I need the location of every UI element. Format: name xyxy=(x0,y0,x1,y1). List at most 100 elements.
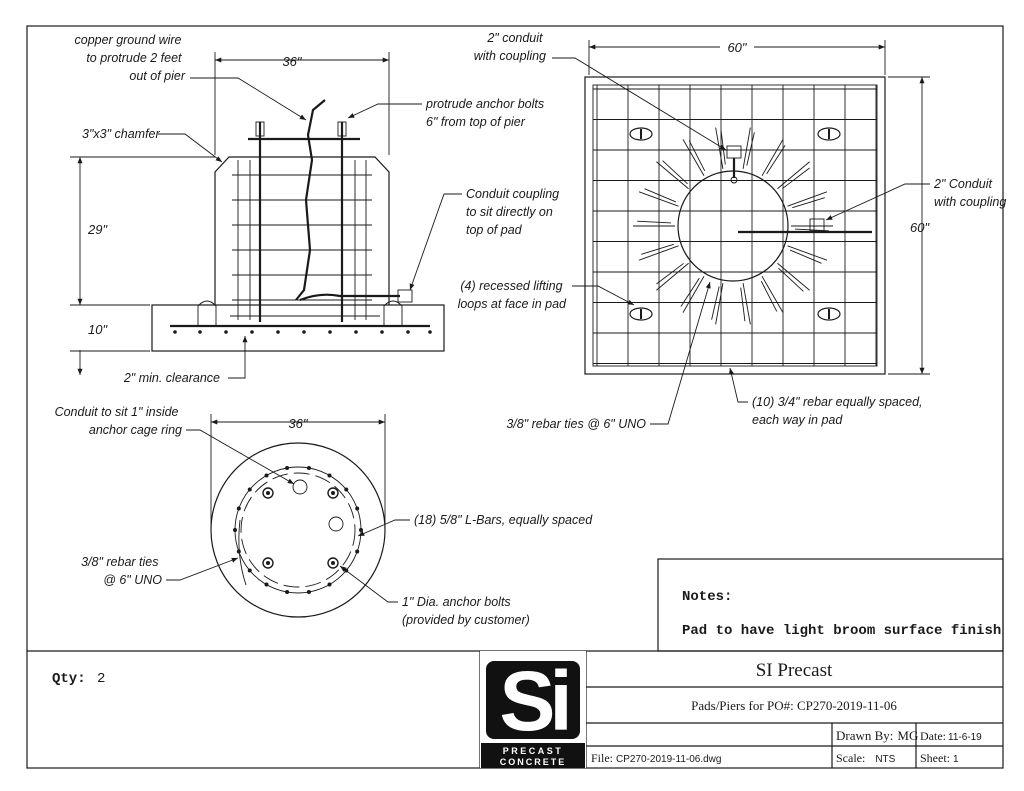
elev-coupling xyxy=(397,289,413,303)
dim-36-section: 36" xyxy=(288,416,308,431)
drawn-by-label: Drawn By: xyxy=(836,728,893,743)
dim-29: 29" xyxy=(87,222,108,237)
anchor-bolt-core xyxy=(331,491,335,495)
lbar-spoke xyxy=(682,139,705,176)
plan-coupling-top xyxy=(726,145,742,159)
leader xyxy=(728,367,748,403)
callout-chamfer: 3"x3" chamfer xyxy=(82,127,160,141)
lbar-spoke xyxy=(792,197,825,209)
pad-plan-outline xyxy=(584,76,886,375)
lbar-dot xyxy=(359,528,363,532)
callout-anchor-bolts: protrude anchor bolts 6" from top of pie… xyxy=(425,97,548,129)
logo-band xyxy=(481,743,585,768)
callout-plan-rebar-ties: 3/8" rebar ties @ 6" UNO xyxy=(506,417,646,431)
leader xyxy=(190,77,307,121)
callout-conduit-coupling: Conduit coupling to sit directly on top … xyxy=(466,187,563,237)
lbar-spoke xyxy=(715,127,724,169)
lbar-spoke xyxy=(789,249,822,264)
callout-lbars: (18) 5/8" L-Bars, equally spaced xyxy=(414,513,593,527)
notes-heading: Notes: xyxy=(682,589,732,605)
leader xyxy=(825,183,930,221)
scale-value: NTS xyxy=(875,754,895,765)
lbar-dot xyxy=(355,506,360,511)
callout-lifting-loops: (4) recessed lifting loops at face in pa… xyxy=(458,279,567,311)
tie-hook xyxy=(238,519,247,586)
lbar-spoke xyxy=(641,243,674,255)
lbar-spoke xyxy=(638,191,679,207)
lbar-spoke xyxy=(778,267,804,292)
pad-rebar-dot xyxy=(406,330,410,334)
sheet-label: Sheet: xyxy=(920,751,950,765)
lbar-dot xyxy=(306,590,311,595)
dim-10: 10" xyxy=(88,322,108,337)
pad-plan-view: 60" 60" 2" conduit with coupling 2" Cond… xyxy=(458,31,1007,431)
anchor-bolt-core xyxy=(266,491,270,495)
lbar-spoke xyxy=(638,245,679,261)
logo-text: Si xyxy=(499,654,567,748)
lbar-spoke xyxy=(688,140,706,172)
lbar-spoke xyxy=(760,280,778,312)
scale-cell: Scale:NTS xyxy=(836,751,896,765)
qty-value: 2 xyxy=(97,671,105,687)
pad-rebar-dot xyxy=(302,330,306,334)
lbar-spoke xyxy=(637,220,672,224)
dim-bg xyxy=(720,38,754,54)
pier-section-view: 36" Conduit to sit 1" inside anchor cage… xyxy=(55,405,594,627)
bolt-head-right xyxy=(337,121,347,137)
leader xyxy=(347,103,422,119)
lbar-dot xyxy=(344,487,349,492)
leader xyxy=(158,133,223,163)
lbar-spoke xyxy=(766,145,786,175)
pier-section-outer xyxy=(210,442,386,618)
logo-line2: CONCRETE xyxy=(500,757,567,767)
lbar-ring xyxy=(234,466,362,594)
plan-conduit-top-end xyxy=(730,176,738,184)
qty-label: Qty: xyxy=(52,671,86,687)
lbar-spoke xyxy=(742,283,751,325)
dim-60-width: 60" xyxy=(727,40,747,55)
lbar-spoke xyxy=(787,245,828,261)
drawn-by-value: MG xyxy=(897,728,918,743)
leader xyxy=(166,557,239,581)
lbar-dot xyxy=(327,582,332,587)
pad-rebar-dot xyxy=(428,330,432,334)
pier-elevation-view: 36" 29" 10" copper ground wire to protru… xyxy=(70,33,563,385)
lbar-spoke xyxy=(761,276,784,313)
lbar-dot xyxy=(264,582,269,587)
section-conduit-2 xyxy=(328,516,344,532)
lbar-dot xyxy=(285,590,290,595)
company-name: SI Precast xyxy=(756,660,833,681)
anchor-bolt-core xyxy=(266,561,270,565)
leader xyxy=(572,285,635,306)
pad-rebar-dot xyxy=(173,330,177,334)
lbar-spoke xyxy=(711,286,720,320)
date-cell: Date:11-6-19 xyxy=(920,729,982,743)
lbar-spoke xyxy=(777,262,810,291)
pad-rebar-dot xyxy=(354,330,358,334)
callout-conduit-top: 2" conduit with coupling xyxy=(474,31,546,63)
file-value: CP270-2019-11-06.dwg xyxy=(616,754,721,765)
callout-clearance: 2" min. clearance xyxy=(123,371,220,385)
callout-rebar-spacing: (10) 3/4" rebar equally spaced, each way… xyxy=(752,395,926,427)
callout-section-ties: 3/8" rebar ties @ 6" UNO xyxy=(81,555,162,587)
leader xyxy=(409,193,462,291)
lbar-spoke xyxy=(787,191,828,207)
drawn-by-cell: Drawn By: MG xyxy=(836,728,918,743)
lbar-dot xyxy=(247,487,252,492)
dim-36: 36" xyxy=(282,54,302,69)
lbar-dot xyxy=(285,465,290,470)
lbar-spoke xyxy=(656,161,689,190)
lbar-dot xyxy=(233,528,237,532)
lbar-spoke xyxy=(680,277,700,307)
pad-rebar-dot xyxy=(198,330,202,334)
lbar-dot xyxy=(355,549,360,554)
logo-mark xyxy=(486,661,580,739)
lbar-spoke xyxy=(794,228,829,232)
anchor-bolt-core xyxy=(331,561,335,565)
lbar-dot xyxy=(236,506,241,511)
lbar-dot xyxy=(327,473,332,478)
lbar-dot xyxy=(306,465,311,470)
pad-plan-inner xyxy=(592,84,878,367)
leader xyxy=(357,519,410,537)
pad-outline xyxy=(151,304,445,352)
